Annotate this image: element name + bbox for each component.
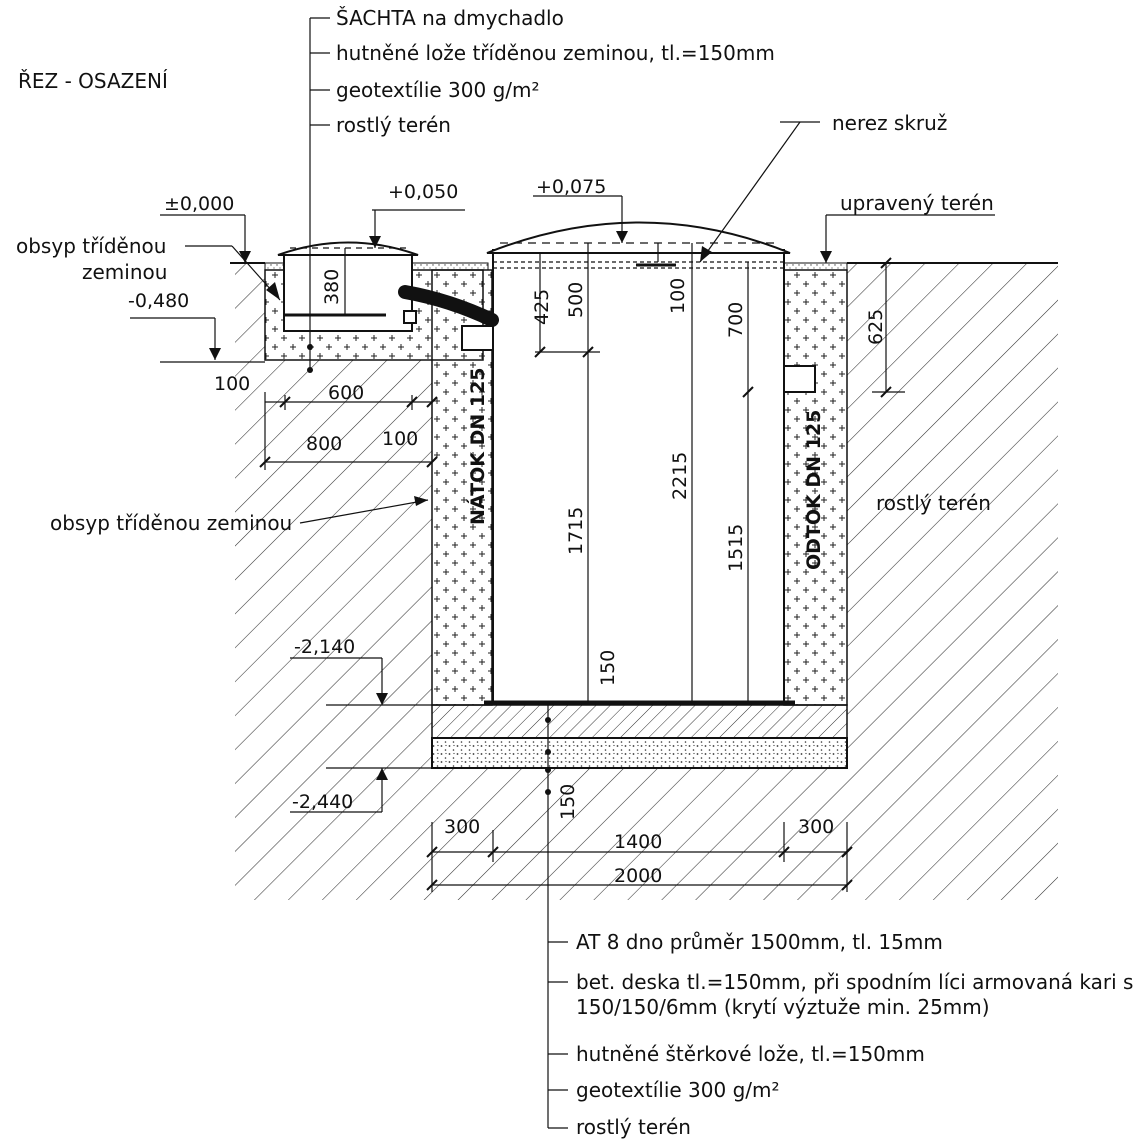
label-backfill-left-1: obsyp tříděnou — [16, 234, 166, 258]
callout-gravel-bed: hutněné štěrkové lože, tl.=150mm — [576, 1042, 925, 1066]
level-arrows — [209, 231, 832, 795]
level-tank-base: -2,140 — [294, 636, 355, 658]
label-native-soil-right: rostlý terén — [876, 491, 991, 515]
blower-shaft — [277, 241, 419, 332]
callout-native-soil-bottom: rostlý terén — [576, 1115, 691, 1139]
concrete-slab — [431, 704, 848, 739]
dim-425: 425 — [531, 289, 553, 325]
ground-hatch — [235, 263, 1058, 900]
dim-380: 380 — [321, 269, 343, 305]
label-backfill-mid: obsyp tříděnou zeminou — [50, 511, 292, 535]
dim-300-left: 300 — [444, 816, 480, 838]
dim-500: 500 — [565, 282, 587, 318]
level-zero: ±0,000 — [164, 193, 234, 215]
callout-geotextile-top: geotextílie 300 g/m² — [336, 78, 540, 102]
dim-600: 600 — [328, 382, 364, 404]
dim-700: 700 — [725, 302, 747, 338]
gravel-bed — [431, 737, 848, 769]
label-finished-grade: upravený terén — [840, 191, 994, 215]
dimension-lines — [130, 17, 995, 1129]
dim-150-inner: 150 — [597, 650, 619, 686]
dim-100-top: 100 — [667, 278, 689, 314]
callout-geotextile-bottom: geotextílie 300 g/m² — [576, 1078, 780, 1102]
dim-1515: 1515 — [725, 524, 747, 572]
dim-1400: 1400 — [614, 831, 662, 853]
label-inflow: NÁTOK DN 125 — [466, 367, 489, 525]
dim-300-right: 300 — [798, 816, 834, 838]
dim-2215: 2215 — [669, 452, 691, 500]
dim-625: 625 — [865, 309, 887, 345]
callout-compacted-bed: hutněné lože tříděnou zeminou, tl.=150mm — [336, 41, 775, 65]
label-backfill-left-2: zeminou — [82, 260, 167, 284]
dim-800: 800 — [306, 433, 342, 455]
level-shaft-bottom: -0,480 — [128, 290, 189, 312]
callout-shaft: ŠACHTA na dmychadlo — [336, 6, 564, 30]
dim-2000: 2000 — [614, 865, 662, 887]
label-outflow: ODTOK DN 125 — [803, 410, 825, 570]
dim-1715: 1715 — [565, 507, 587, 555]
dimension-ticks — [259, 257, 892, 891]
callout-concrete-slab-2: 150/150/6mm (krytí výztuže min. 25mm) — [576, 995, 990, 1019]
tank — [461, 221, 816, 706]
level-pit-bottom: -2,440 — [292, 791, 353, 813]
dim-100-left: 100 — [214, 373, 250, 395]
dim-100-mid: 100 — [382, 428, 418, 450]
dim-150-outer: 150 — [557, 784, 579, 820]
callout-concrete-slab-1: bet. deska tl.=150mm, při spodním líci a… — [576, 970, 1134, 994]
level-shaft-top: +0,050 — [388, 181, 458, 203]
connecting-pipe — [398, 285, 499, 327]
callout-native-soil-top: rostlý terén — [336, 113, 451, 137]
drawing-title: ŘEZ - OSAZENÍ — [18, 69, 168, 93]
label-stainless-ring: nerez skruž — [832, 111, 947, 135]
level-tank-top: +0,075 — [536, 176, 606, 198]
callout-bottom-plate: AT 8 dno průměr 1500mm, tl. 15mm — [576, 930, 943, 954]
